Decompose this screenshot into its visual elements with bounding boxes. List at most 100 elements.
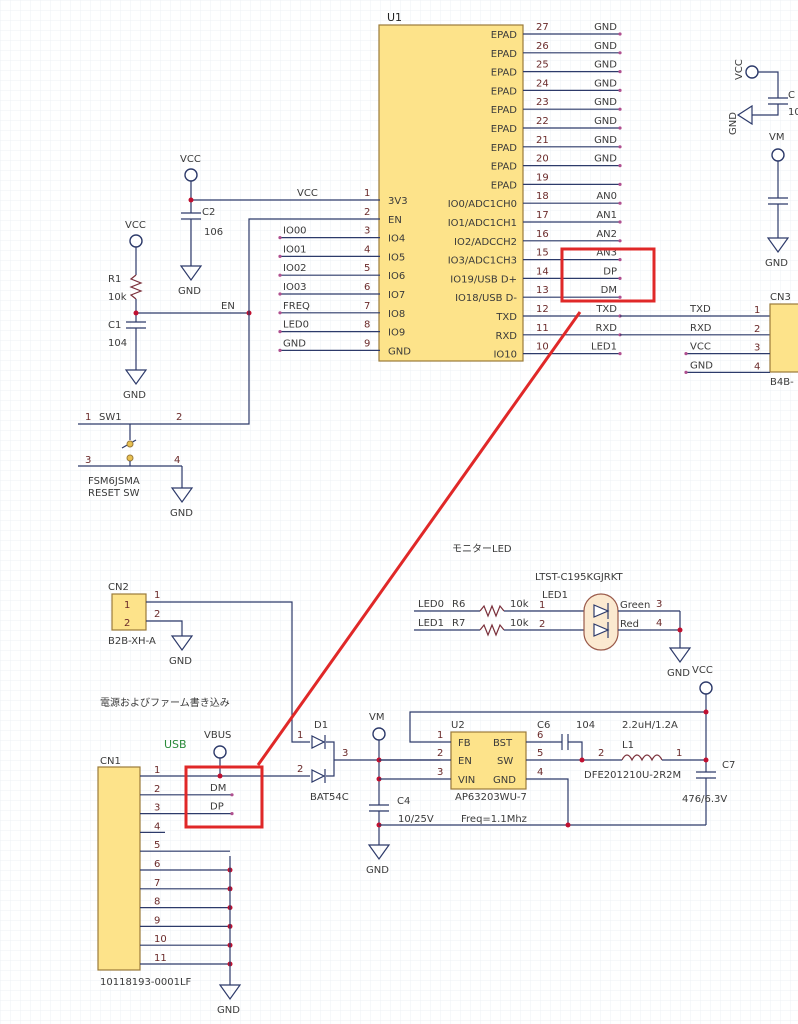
cn1-pin-num: 7 [154,878,160,889]
u1-pin-name: EPAD [491,180,518,191]
u1-ref: U1 [387,11,402,24]
u1-pin-num: 26 [536,41,549,52]
cn1-pin-num: 4 [154,821,160,832]
cn3-part: B4B- [770,377,794,388]
svg-text:3: 3 [85,455,91,466]
svg-text:1: 1 [297,730,303,741]
vbus-label: VBUS [204,730,231,741]
led1-ref: LED1 [542,590,568,601]
vcc-symbol [184,168,198,182]
u1-pin-num: 22 [536,116,549,127]
usb-label: USB [164,738,187,751]
u1-net-label: LED1 [591,342,617,353]
u1-pin-name: IO8 [388,309,405,320]
l1-part: DFE201210U-2R2M [584,770,681,781]
gnd-label-5: GND [765,258,788,269]
cn3-ref: CN3 [770,292,791,303]
u2-pin-vin: VIN [458,775,475,786]
c-top-val: 10 [788,107,798,118]
c7-ref: C7 [722,760,735,771]
r1-val: 10k [108,292,127,303]
u1-pin-name: IO4 [388,234,405,245]
vm-label: VM [369,712,384,723]
u1-pin-name: EPAD [491,105,518,116]
gnd-label-2: GND [123,390,146,401]
c1-val: 104 [108,338,127,349]
u1-pin-num: 4 [364,244,370,255]
u1-pin-name: GND [388,346,411,357]
svg-text:3: 3 [342,748,348,759]
u1-pin-num: 18 [536,191,549,202]
u2-pin-gnd: GND [493,775,516,786]
u1-pin-num: 11 [536,323,549,334]
u2-pin-en: EN [458,756,472,767]
u1-pin-name: IO3/ADC1CH3 [448,256,517,267]
cn1-pin-num: 6 [154,859,160,870]
vcc-c2-group: VCC C2 106 GND VCC [178,154,380,297]
cn3-net-label: RXD [690,323,712,334]
r7-ref: R7 [452,618,465,629]
u1-net-label: GND [594,154,617,165]
u1-pin-num: 19 [536,172,549,183]
vcc-net: VCC [297,188,318,199]
cn2-body [111,593,147,631]
svg-text:5: 5 [537,748,543,759]
l1-val: 2.2uH/1.2A [622,720,678,731]
gnd-label-6: GND [667,668,690,679]
u1-pin-num: 13 [536,285,549,296]
u1-pin-num: 6 [364,282,370,293]
u1-pin-num: 21 [536,135,549,146]
vcc-label-4: VCC [692,665,713,676]
u1-pin-num: 12 [536,304,549,315]
u1-net-label: IO00 [283,226,307,237]
u1-pin-name: IO9 [388,328,405,339]
sw1-desc: RESET SW [88,488,140,499]
led-green: Green [620,600,650,611]
cn1-net-label: DM [210,783,226,794]
gnd-label-3: GND [170,508,193,519]
c6-val: 104 [576,720,595,731]
u1-net-label: DM [601,285,617,296]
u1-pin-name: IO7 [388,290,405,301]
cn1-pin-num: 10 [154,934,167,945]
u1-net-label: GND [594,97,617,108]
u1-pin-name: IO2/ADCCH2 [454,237,517,248]
u1-pin-num: 23 [536,97,549,108]
u1-pin-num: 8 [364,320,370,331]
c6-ref: C6 [537,720,550,731]
led1-part: LTST-C195KGJRKT [535,572,624,583]
u1-net-label: LED0 [283,320,309,331]
u2-pin-bst: BST [493,738,513,749]
svg-text:2: 2 [297,764,303,775]
u1-net-label: GND [594,116,617,127]
gnd-label-9: GND [366,865,389,876]
cn1-pin-num: 2 [154,784,160,795]
u1-pin-num: 16 [536,229,549,240]
u1-pin-num: 10 [536,342,549,353]
u1-pin-name: IO10 [493,350,517,361]
u1-pin-name: IO19/USB D+ [450,274,517,285]
c4-val: 10/25V [398,814,434,825]
cn2-connector[interactable]: CN2 1 2 1 2 GND B2B-XH-A [108,582,310,743]
r7-val: 10k [510,618,529,629]
u1-net-label: GND [594,41,617,52]
top-right-fragment: VCC C 10 GND VM GND [728,59,798,269]
u1-pin-name: 3V3 [388,196,408,207]
sw1-ref: SW1 [99,412,122,423]
gnd-symbol-3 [170,487,194,504]
d1-ref: D1 [314,720,328,731]
svg-text:4: 4 [656,618,662,629]
c7-val: 476/6.3V [682,794,727,805]
u1-pin-num: 14 [536,266,549,277]
net-led1: LED1 [418,618,444,629]
u1-pin-name: IO5 [388,252,405,263]
u1-pin-num: 7 [364,301,370,312]
d1-part: BAT54C [310,792,349,803]
u1-pin-name: TXD [495,312,517,323]
c4-ref: C4 [397,796,410,807]
power-fw-title: 電源およびファーム書き込み [100,696,230,709]
